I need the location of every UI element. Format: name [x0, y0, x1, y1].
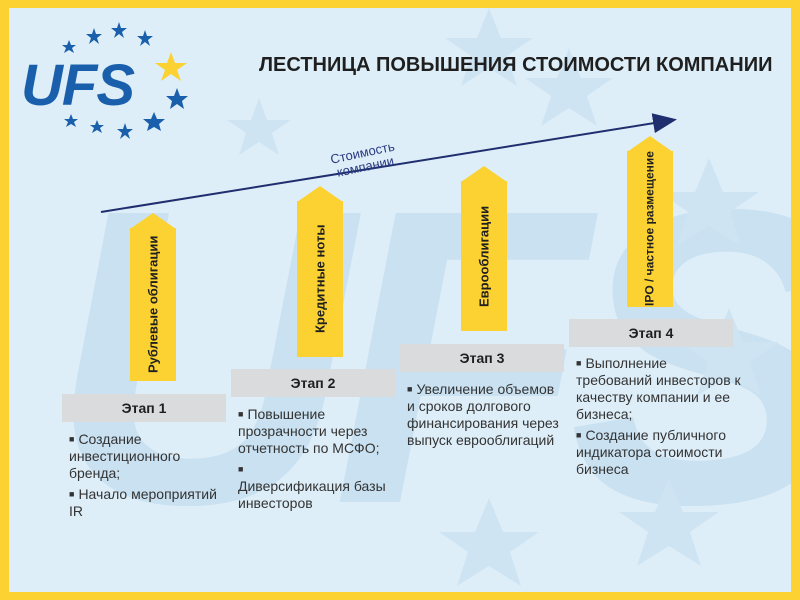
stage-4-description: ■Выполнение требований инвесторов к каче…	[576, 355, 746, 482]
ufs-logo: UFS	[9, 8, 209, 148]
list-item: ■Диверсификация базы инвесторов	[238, 464, 386, 511]
stage-3-description: ■Увеличение объемов и сроков долгового ф…	[407, 381, 563, 453]
list-item: ■Создание инвестиционного бренда;	[69, 431, 181, 481]
stage-2-box: Этап 2	[231, 369, 395, 397]
pillar-1-tip	[130, 213, 176, 229]
logo-stars-icon	[62, 22, 188, 139]
stage-1-box: Этап 1	[62, 394, 226, 422]
list-item: ■Повышение прозрачности через отчетность…	[238, 406, 380, 456]
pillar-2: Кредитные ноты	[297, 201, 343, 357]
pillar-3-label: Еврооблигации	[476, 205, 492, 307]
pillar-4-label: IPO / частное размещение	[642, 151, 657, 307]
page-title: ЛЕСТНИЦА ПОВЫШЕНИЯ СТОИМОСТИ КОМПАНИИ	[259, 54, 773, 76]
stage-3-box: Этап 3	[400, 344, 564, 372]
pillar-2-label: Кредитные ноты	[312, 224, 328, 334]
pillar-4: IPO / частное размещение	[627, 151, 673, 307]
stage-2-description: ■Повышение прозрачности через отчетность…	[238, 406, 394, 516]
pillar-2-tip	[297, 186, 343, 202]
stage-4-box: Этап 4	[569, 319, 733, 347]
background-stars	[227, 8, 779, 586]
pillar-3-tip	[461, 166, 507, 182]
value-arrow-icon	[100, 113, 677, 213]
list-item: ■Начало мероприятий IR	[69, 486, 217, 519]
pillar-1-label: Рублевые облигации	[145, 235, 161, 374]
list-item: ■Создание публичного индикатора стоимост…	[576, 427, 726, 477]
pillar-1: Рублевые облигации	[130, 228, 176, 381]
list-item: ■Выполнение требований инвесторов к каче…	[576, 355, 741, 422]
pillar-3: Еврооблигации	[461, 181, 507, 331]
pillar-4-tip	[627, 136, 673, 152]
slide: UFS	[9, 8, 791, 592]
logo-text: UFS	[21, 53, 135, 118]
list-item: ■Увеличение объемов и сроков долгового ф…	[407, 381, 559, 448]
stage-1-description: ■Создание инвестиционного бренда; ■Начал…	[69, 431, 229, 524]
